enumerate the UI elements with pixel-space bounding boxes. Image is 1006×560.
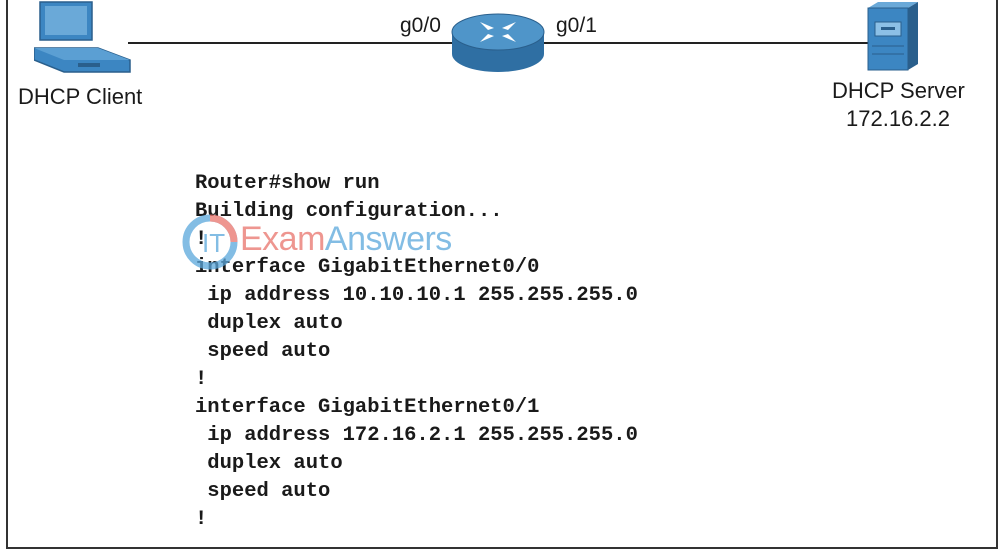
config-line: ip address 172.16.2.1 255.255.255.0: [195, 424, 638, 447]
server-ip-label: 172.16.2.2: [846, 106, 950, 131]
config-line: Router#show run: [195, 172, 380, 195]
client-label: DHCP Client: [18, 84, 143, 109]
diagram-frame: [6, 0, 998, 549]
link-router-server: [540, 42, 870, 44]
config-line: duplex auto: [195, 452, 343, 475]
config-line: interface GigabitEthernet0/0: [195, 256, 540, 279]
router-port-g0-0: g0/0: [400, 14, 441, 37]
config-line: speed auto: [195, 340, 331, 363]
config-line: speed auto: [195, 480, 331, 503]
server-label: DHCP Server: [832, 78, 965, 103]
config-line: ip address 10.10.10.1 255.255.255.0: [195, 284, 638, 307]
config-line: interface GigabitEthernet0/1: [195, 396, 540, 419]
config-line: !: [195, 368, 208, 391]
config-line: Building configuration...: [195, 200, 503, 223]
config-line: !: [195, 228, 208, 251]
config-line: !: [195, 508, 208, 531]
server-icon: [867, 2, 918, 71]
router-port-g0-1: g0/1: [556, 14, 597, 37]
link-client-router: [128, 42, 458, 44]
pc-icon: [34, 1, 131, 73]
router-icon: [451, 13, 545, 72]
config-line: duplex auto: [195, 312, 343, 335]
